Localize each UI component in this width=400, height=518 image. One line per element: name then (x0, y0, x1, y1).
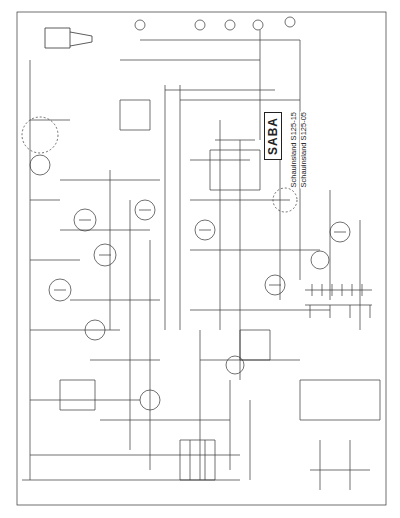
crt-symbol (45, 28, 92, 48)
tube-symbol (195, 20, 205, 30)
title-box: SABA (264, 112, 282, 160)
tube-symbol (140, 390, 160, 410)
tube-symbol (311, 251, 329, 269)
tube-symbol (225, 20, 235, 30)
model-name: Schauinsland S125-15 (289, 111, 297, 188)
tube-symbol (30, 155, 50, 175)
left-bus (22, 60, 240, 480)
tube-symbol (226, 356, 244, 374)
wires (17, 12, 386, 505)
brand-name: SABA (267, 116, 279, 154)
tube-symbol (135, 20, 145, 30)
model-name: Schauinsland S125-05 (299, 111, 307, 188)
tube-symbol (285, 17, 295, 27)
tube-grid (54, 210, 346, 290)
tube-symbols (22, 17, 350, 410)
transformer-symbol (60, 100, 270, 480)
tube-symbol (253, 20, 263, 30)
resistor-ladder (305, 284, 372, 318)
picture-tube (45, 28, 92, 48)
tube-symbol (273, 188, 297, 212)
sheet-frame (17, 12, 386, 505)
tube-symbol (85, 320, 105, 340)
tube-symbol (22, 117, 58, 153)
